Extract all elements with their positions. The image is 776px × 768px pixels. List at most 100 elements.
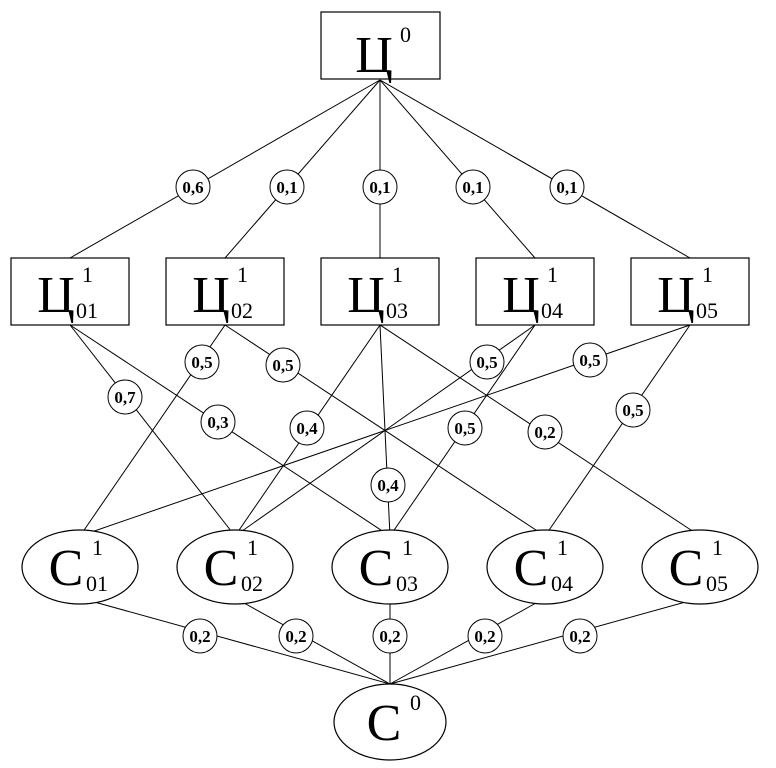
weight-label: 0,2 (379, 627, 400, 646)
node-mean-1-subscript: 01 (86, 571, 108, 596)
node-mean-1-letter: С (49, 540, 84, 597)
weight-goal-2-mean-4: 0,5 (265, 347, 301, 383)
weight-top-goal-5: 0,1 (549, 169, 585, 205)
weight-label: 0,2 (189, 627, 210, 646)
weight-goal-5-mean-1: 0,5 (572, 342, 608, 378)
weight-mean-1-bottom: 0,2 (182, 618, 218, 654)
weight-label: 0,1 (556, 178, 577, 197)
node-mean-2-superscript: 1 (247, 535, 258, 560)
node-goal-4-letter: Ц (502, 267, 540, 324)
weight-label: 0,7 (114, 388, 136, 407)
node-oval (486, 529, 604, 605)
edge-mean-5-bottom (389, 597, 701, 685)
node-mean-4-subscript: 04 (551, 571, 573, 596)
node-goal-3-superscript: 1 (392, 262, 403, 287)
weight-label: 0,2 (569, 627, 590, 646)
node-box (320, 11, 441, 80)
node-mean-3-letter: С (359, 540, 394, 597)
node-bottom-letter: С (367, 695, 402, 752)
node-goal-1-superscript: 1 (82, 262, 93, 287)
weight-label: 0,5 (191, 353, 212, 372)
node-top-letter: Ц (355, 27, 393, 84)
node-mean-5-letter: С (669, 540, 704, 597)
weight-circle (370, 467, 406, 503)
weight-circle (278, 618, 314, 654)
weight-top-goal-3: 0,1 (362, 169, 398, 205)
node-goal-1-subscript: 01 (76, 298, 98, 323)
weight-circle (467, 618, 503, 654)
weight-top-goal-2: 0,1 (269, 169, 305, 205)
weight-goal-3-mean-2: 0,4 (289, 410, 325, 446)
weight-goal-1-mean-3: 0,3 (200, 404, 236, 440)
node-mean-3-superscript: 1 (402, 535, 413, 560)
weight-circle (447, 410, 483, 446)
weights-layer: 0,6 0,1 0,1 0,1 0,1 0,7 0,3 0,5 0,5 0,4 0,4 0,2 0,5 0… (107, 169, 651, 654)
weight-mean-2-bottom: 0,2 (278, 618, 314, 654)
edge-goal-5-mean-4 (544, 324, 691, 537)
weight-label: 0,5 (579, 351, 600, 370)
weight-label: 0,3 (207, 413, 228, 432)
node-goal-3-subscript: 03 (386, 298, 408, 323)
weight-label: 0,1 (369, 178, 390, 197)
node-box (630, 257, 750, 326)
weight-circle (107, 379, 143, 415)
node-top-superscript: 0 (400, 22, 411, 47)
node-goal-5-superscript: 1 (702, 262, 713, 287)
edge-top-goal-5 (379, 79, 691, 259)
weight-mean-3-bottom: 0,2 (372, 618, 408, 654)
weight-label: 0,2 (534, 423, 555, 442)
weight-goal-3-mean-5: 0,2 (527, 414, 563, 450)
node-bottom-superscript: 0 (410, 690, 421, 715)
node-box (475, 257, 595, 326)
node-goal-4-subscript: 04 (541, 298, 563, 323)
node-mean-2-subscript: 02 (241, 571, 263, 596)
weight-label: 0,1 (462, 178, 483, 197)
weight-goal-4-mean-3: 0,5 (447, 410, 483, 446)
weight-circle (469, 344, 505, 380)
node-box (10, 257, 130, 326)
weight-label: 0,5 (476, 353, 497, 372)
weight-label: 0,5 (622, 401, 643, 420)
weight-goal-5-mean-4: 0,5 (615, 392, 651, 428)
edge-mean-4-bottom (389, 597, 546, 685)
weight-circle (372, 618, 408, 654)
weight-circle (182, 618, 218, 654)
weight-label: 0,1 (276, 178, 297, 197)
weight-mean-5-bottom: 0,2 (562, 618, 598, 654)
node-oval (333, 683, 447, 761)
node-goal-1-letter: Ц (37, 267, 75, 324)
edge-top-goal-4 (379, 79, 536, 259)
node-mean-4-superscript: 1 (557, 535, 568, 560)
node-mean-4-letter: С (514, 540, 549, 597)
weight-goal-3-mean-3: 0,4 (370, 467, 406, 503)
node-goal-5-subscript: 05 (696, 298, 718, 323)
weight-circle (615, 392, 651, 428)
edge-mean-1-bottom (79, 597, 391, 685)
weight-top-goal-1: 0,6 (175, 169, 211, 205)
weight-label: 0,4 (296, 419, 318, 438)
weight-circle (455, 169, 491, 205)
weight-label: 0,4 (377, 476, 399, 495)
weight-label: 0,5 (272, 356, 293, 375)
node-mean-5-superscript: 1 (712, 535, 723, 560)
node-mean-3-subscript: 03 (396, 571, 418, 596)
node-oval (176, 529, 294, 605)
weight-label: 0,6 (182, 178, 203, 197)
weight-circle (269, 169, 305, 205)
node-goal-2-subscript: 02 (231, 298, 253, 323)
weight-top-goal-4: 0,1 (455, 169, 491, 205)
weight-circle (289, 410, 325, 446)
node-box (320, 257, 440, 326)
node-goal-3-letter: Ц (347, 267, 385, 324)
node-goal-4-superscript: 1 (547, 262, 558, 287)
